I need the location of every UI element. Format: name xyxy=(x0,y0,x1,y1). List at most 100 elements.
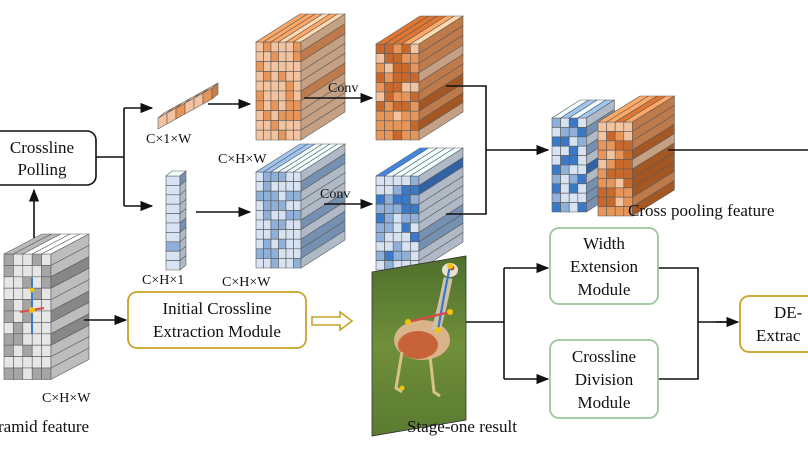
front-cell xyxy=(31,276,42,289)
front-cell xyxy=(375,53,385,64)
stage-one-result-image xyxy=(371,255,467,437)
front-cell xyxy=(384,53,394,64)
row-pooled-feature-bar xyxy=(157,82,219,130)
front-cell xyxy=(392,185,403,196)
front-cell xyxy=(410,194,420,205)
initial-extraction-module-box: Initial Crossline Extraction Module xyxy=(127,291,307,349)
initial-extraction-line2: Extraction Module xyxy=(153,322,281,341)
front-cell xyxy=(285,238,294,250)
front-cell xyxy=(41,287,52,300)
front-cell xyxy=(401,194,411,205)
front-cell xyxy=(3,367,14,380)
front-cell xyxy=(255,90,264,102)
front-cell xyxy=(165,194,181,205)
front-cell xyxy=(560,117,570,128)
front-cell xyxy=(263,100,272,111)
front-cell xyxy=(293,41,302,53)
front-cell xyxy=(278,100,287,111)
front-cell xyxy=(375,260,385,271)
front-cell xyxy=(22,367,33,380)
front-cell xyxy=(3,322,14,335)
front-cell xyxy=(13,367,24,380)
front-cell xyxy=(384,110,394,122)
front-cell xyxy=(263,41,272,53)
front-cell xyxy=(255,71,264,82)
front-cell xyxy=(375,241,385,252)
side-cell xyxy=(300,101,346,141)
front-cell xyxy=(401,62,411,74)
front-cell xyxy=(278,238,287,250)
front-cell xyxy=(165,232,181,243)
front-cell xyxy=(270,100,279,111)
front-cell xyxy=(606,121,616,132)
front-cell xyxy=(255,61,264,72)
front-cell xyxy=(410,110,420,122)
front-cell xyxy=(293,219,302,230)
front-cell xyxy=(614,149,625,160)
front-cell xyxy=(560,164,570,175)
front-cell xyxy=(401,53,411,64)
de-extraction-line1: DE- xyxy=(774,303,803,322)
front-cell xyxy=(597,121,607,132)
front-cell xyxy=(41,310,52,323)
conv-orange-feature-map xyxy=(374,15,465,141)
front-cell xyxy=(597,168,607,179)
front-cell xyxy=(22,253,33,266)
front-cell xyxy=(375,43,385,54)
front-cell xyxy=(551,202,561,213)
front-cell xyxy=(285,219,294,230)
front-cell xyxy=(384,241,394,252)
front-cell xyxy=(278,190,287,202)
front-cell xyxy=(384,222,394,233)
front-cell xyxy=(614,187,625,198)
front-cell xyxy=(285,100,294,111)
front-cell xyxy=(22,356,33,369)
front-cell xyxy=(278,171,287,182)
front-cell xyxy=(568,117,579,128)
front-cell xyxy=(165,222,181,233)
front-cell xyxy=(3,333,14,346)
connectors xyxy=(28,85,808,385)
front-cell xyxy=(410,222,420,233)
crossline-division-line2: Division xyxy=(575,370,634,389)
front-cell xyxy=(614,206,625,217)
front-cell xyxy=(623,131,633,142)
front-cell xyxy=(255,210,264,221)
front-cell xyxy=(31,322,42,335)
label-ch1: C×H×1 xyxy=(142,273,184,288)
front-cell xyxy=(255,110,264,121)
front-cell xyxy=(270,248,279,259)
front-cell xyxy=(560,127,570,138)
front-cell xyxy=(375,232,385,243)
front-cell xyxy=(597,131,607,142)
front-cell xyxy=(255,219,264,230)
front-cell xyxy=(401,213,411,224)
front-cell xyxy=(392,101,403,112)
front-cell xyxy=(392,82,403,93)
front-cell xyxy=(384,203,394,214)
front-cell xyxy=(392,175,403,186)
crossline-overlay xyxy=(407,265,452,331)
front-cell xyxy=(263,51,272,62)
de-extraction-line2: Extrac xyxy=(756,326,801,345)
conv-blue-feature-map xyxy=(374,147,465,271)
front-cell xyxy=(293,190,302,202)
front-cell xyxy=(285,90,294,102)
front-cell xyxy=(623,121,633,132)
front-cell xyxy=(410,250,420,261)
front-cell xyxy=(255,100,264,111)
front-cell xyxy=(623,149,633,160)
front-cell xyxy=(31,367,42,380)
bar-end-cell xyxy=(211,82,219,100)
front-cell xyxy=(278,129,287,141)
side-cell xyxy=(50,347,90,380)
front-cell xyxy=(270,181,279,192)
front-cell xyxy=(560,145,570,156)
front-cell xyxy=(375,222,385,233)
front-cell xyxy=(263,171,272,182)
front-cell xyxy=(410,185,420,196)
front-cell xyxy=(623,159,633,170)
front-cell xyxy=(577,174,587,185)
front-cell xyxy=(375,82,385,93)
side-cell xyxy=(300,229,346,269)
